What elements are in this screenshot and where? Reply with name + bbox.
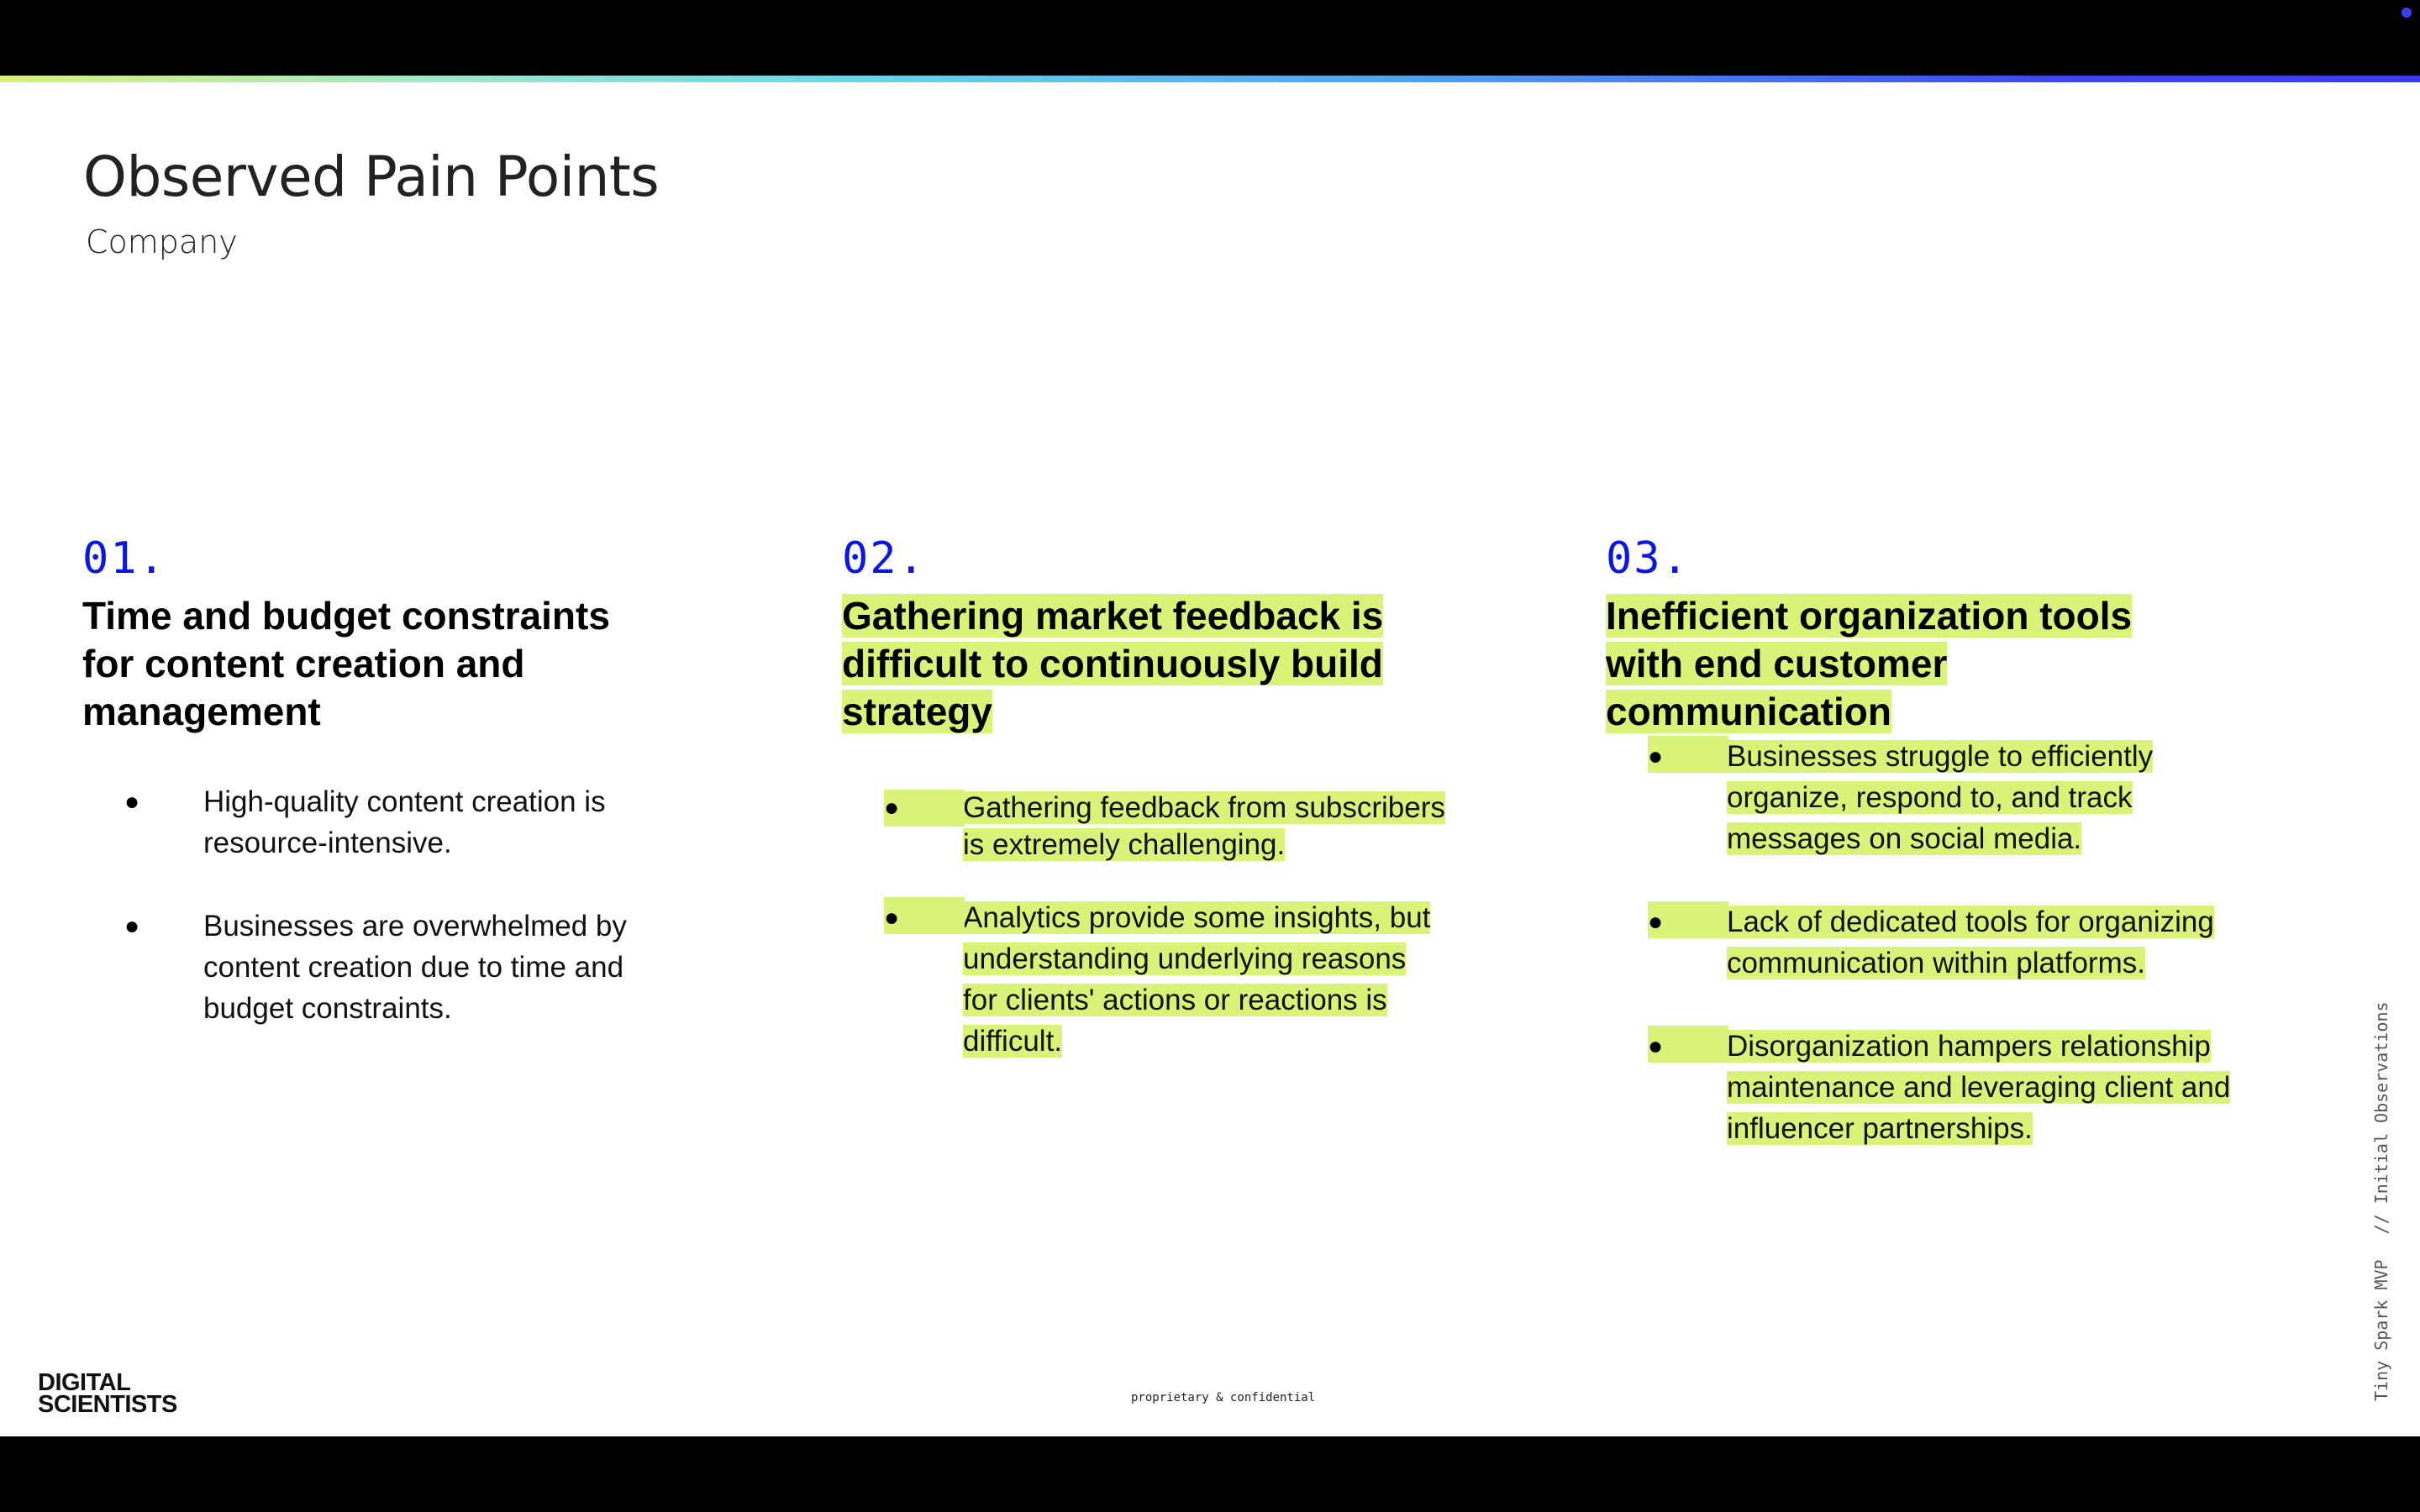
- pain-point-heading: Gathering market feedback is difficult t…: [842, 592, 1422, 736]
- side-label-section: // Initial Observations: [2371, 1001, 2391, 1235]
- gradient-accent-bar: [0, 76, 2420, 82]
- bullet-text: Analytics provide some insights, but und…: [963, 901, 1431, 1058]
- side-label-project: Tiny Spark MVP: [2371, 1259, 2391, 1401]
- bullet-icon: ●: [1648, 1026, 1728, 1063]
- pain-point-column-2: 02. Gathering market feedback is difficu…: [842, 533, 1445, 1095]
- bullet-list: ● Businesses struggle to efficiently org…: [1606, 736, 2244, 1149]
- bullet-item: ● Businesses struggle to efficiently org…: [1606, 736, 2244, 859]
- bullet-item: ● Analytics provide some insights, but u…: [842, 897, 1447, 1062]
- bullet-text: Businesses are overwhelmed by content cr…: [203, 910, 627, 1025]
- bottom-black-bar: [0, 1436, 2420, 1512]
- bullet-icon: ●: [124, 788, 140, 816]
- pain-point-heading: Time and budget constraints for content …: [82, 592, 662, 736]
- bullet-icon: ●: [1648, 736, 1728, 773]
- bullet-icon: ●: [124, 912, 140, 940]
- bullet-icon: ●: [1648, 901, 1728, 938]
- bullet-text: Disorganization hampers relationship mai…: [1727, 1030, 2231, 1145]
- bullet-item: ● Lack of dedicated tools for organizing…: [1606, 901, 2244, 984]
- logo-line-1: DIGITAL: [38, 1369, 131, 1396]
- bullet-item: ● Businesses are overwhelmed by content …: [82, 906, 687, 1029]
- logo-line-2: SCIENTISTS: [38, 1391, 177, 1418]
- slide-subtitle: Company: [86, 223, 238, 260]
- pain-point-heading-text: Inefficient organization tools with end …: [1606, 594, 2133, 733]
- top-black-bar: [0, 0, 2420, 76]
- pain-point-number: 01.: [82, 533, 166, 584]
- bullet-list: ● Gathering feedback from subscribers is…: [842, 790, 1447, 1062]
- bullet-item: ● High-quality content creation is resou…: [82, 781, 687, 864]
- bullet-text: Businesses struggle to efficiently organ…: [1727, 740, 2154, 855]
- bullet-text: Gathering feedback from subscribers is e…: [963, 791, 1445, 861]
- recording-indicator-icon: [2402, 8, 2412, 18]
- pain-point-column-1: 01. Time and budget constraints for cont…: [82, 537, 662, 1071]
- bullet-text: High-quality content creation is resourc…: [203, 785, 606, 859]
- bullet-item: ● Disorganization hampers relationship m…: [1606, 1026, 2244, 1149]
- pain-point-column-3: 03. Inefficient organization tools with …: [1606, 533, 2231, 1191]
- side-label: Tiny Spark MVP // Initial Observations: [2371, 1001, 2391, 1401]
- pain-point-number: 03.: [1606, 533, 1690, 584]
- confidentiality-note: proprietary & confidential: [1131, 1391, 1316, 1404]
- pain-point-number: 02.: [842, 533, 926, 584]
- presentation-slide: Observed Pain Points Company 01. Time an…: [0, 76, 2420, 1436]
- slide-title: Observed Pain Points: [83, 144, 660, 209]
- bullet-list: ● High-quality content creation is resou…: [82, 781, 687, 1029]
- bullet-icon: ●: [884, 897, 965, 934]
- bullet-icon: ●: [884, 790, 965, 827]
- pain-point-heading: Inefficient organization tools with end …: [1606, 592, 2211, 736]
- bullet-item: ● Gathering feedback from subscribers is…: [842, 790, 1447, 864]
- bullet-text: Lack of dedicated tools for organizing c…: [1727, 906, 2214, 979]
- pain-point-heading-text: Time and budget constraints for content …: [82, 594, 610, 733]
- company-logo: DIGITAL SCIENTISTS: [38, 1369, 177, 1418]
- pain-point-heading-text: Gathering market feedback is difficult t…: [842, 594, 1384, 733]
